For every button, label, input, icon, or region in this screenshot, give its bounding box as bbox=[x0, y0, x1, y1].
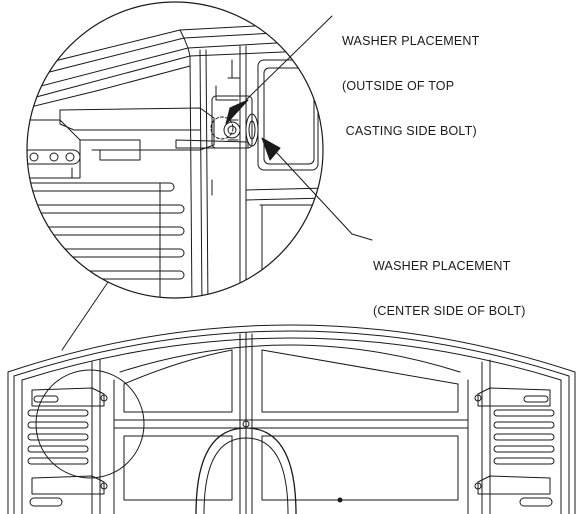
upper-casting-frame bbox=[27, 21, 323, 113]
arrow-center-washer bbox=[261, 137, 281, 161]
right-grill bbox=[477, 387, 555, 507]
callout-outside-top-bolt: WASHER PLACEMENT (OUTSIDE OF TOP CASTING… bbox=[342, 4, 479, 169]
callout-bottom-line-2: (CENTER SIDE OF BOLT) bbox=[373, 304, 526, 318]
detail-leader-line bbox=[61, 281, 109, 351]
vertical-casting-post bbox=[189, 45, 323, 298]
arch-assembly bbox=[7, 324, 576, 514]
grill-ribs bbox=[27, 182, 185, 298]
arch-top-outer bbox=[7, 324, 576, 373]
callout-bottom-line-1: WASHER PLACEMENT bbox=[373, 259, 511, 273]
arrow-top-washer bbox=[225, 99, 249, 125]
slotted-mount bbox=[27, 119, 141, 179]
callout-top-line-2: (OUTSIDE OF TOP bbox=[342, 79, 455, 93]
callout-top-line-3: CASTING SIDE BOLT) bbox=[342, 124, 477, 138]
bracket-arm bbox=[59, 95, 253, 151]
leader-line-top bbox=[245, 15, 333, 101]
callout-center-side-bolt: WASHER PLACEMENT (CENTER SIDE OF BOLT) bbox=[373, 229, 526, 349]
detail-reference-circle bbox=[35, 369, 145, 479]
left-grill bbox=[27, 387, 105, 507]
bolt-assembly bbox=[210, 113, 259, 147]
callout-top-line-1: WASHER PLACEMENT bbox=[342, 34, 480, 48]
leader-line-bottom bbox=[275, 151, 373, 241]
center-opening bbox=[195, 427, 297, 514]
detail-magnifier bbox=[26, 1, 324, 299]
